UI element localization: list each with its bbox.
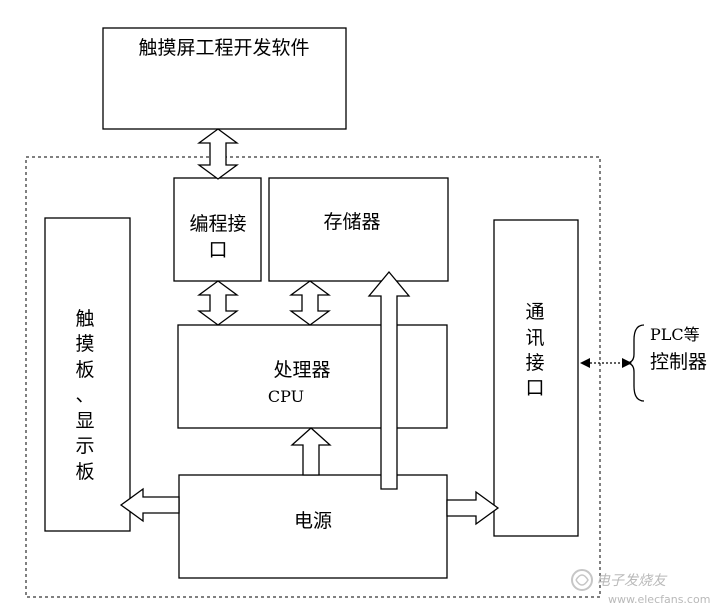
storage-cpu-arrow: [289, 280, 331, 326]
device-boundary: [25, 156, 601, 598]
software-label: 触摸屏工程开发软件: [138, 37, 309, 59]
watermark-logo: [571, 569, 593, 591]
plc-label-1: PLC等: [650, 325, 700, 344]
touch-label-4: 显: [75, 410, 94, 432]
comm-label-1: 讯: [525, 327, 544, 349]
comm-interface-box: [493, 219, 579, 537]
power-label: 电源: [294, 510, 332, 532]
plc-label-2: 控制器: [650, 351, 707, 373]
storage-box: [268, 177, 449, 282]
cpu-label-2: CPU: [268, 387, 304, 406]
prog-cpu-arrow: [197, 280, 239, 326]
touch-label-1: 摸: [75, 333, 94, 355]
touch-display-panel-box: [44, 217, 131, 532]
comm-label-2: 接: [525, 352, 544, 374]
cpu-label-1: 处理器: [273, 359, 330, 381]
software-box: [102, 27, 347, 130]
touch-label-3: 、: [75, 384, 94, 406]
power-storage-arrow: [367, 270, 411, 490]
storage-label: 存储器: [323, 211, 380, 233]
touch-label-6: 板: [75, 461, 94, 483]
prog-iface-label-1: 编程接: [189, 213, 246, 235]
touch-label-2: 板: [75, 359, 94, 381]
touch-label-5: 示: [75, 435, 94, 457]
power-touch-arrow: [119, 487, 180, 523]
comm-label-3: 口: [525, 377, 544, 399]
plc-brace: [625, 324, 645, 402]
plc-link-left-head: [580, 358, 590, 368]
touch-label-0: 触: [75, 308, 94, 330]
cpu-box: [177, 324, 448, 429]
software-prog-arrow: [197, 128, 239, 180]
power-cpu-arrow: [290, 427, 332, 476]
comm-label-0: 通: [525, 301, 544, 323]
watermark-brand: 电子发烧友: [596, 573, 668, 589]
prog-iface-label-2: 口: [208, 239, 227, 261]
programming-interface-box: [173, 177, 262, 282]
watermark-url: www.elecfans.com: [608, 593, 710, 606]
power-comm-arrow: [446, 490, 500, 526]
